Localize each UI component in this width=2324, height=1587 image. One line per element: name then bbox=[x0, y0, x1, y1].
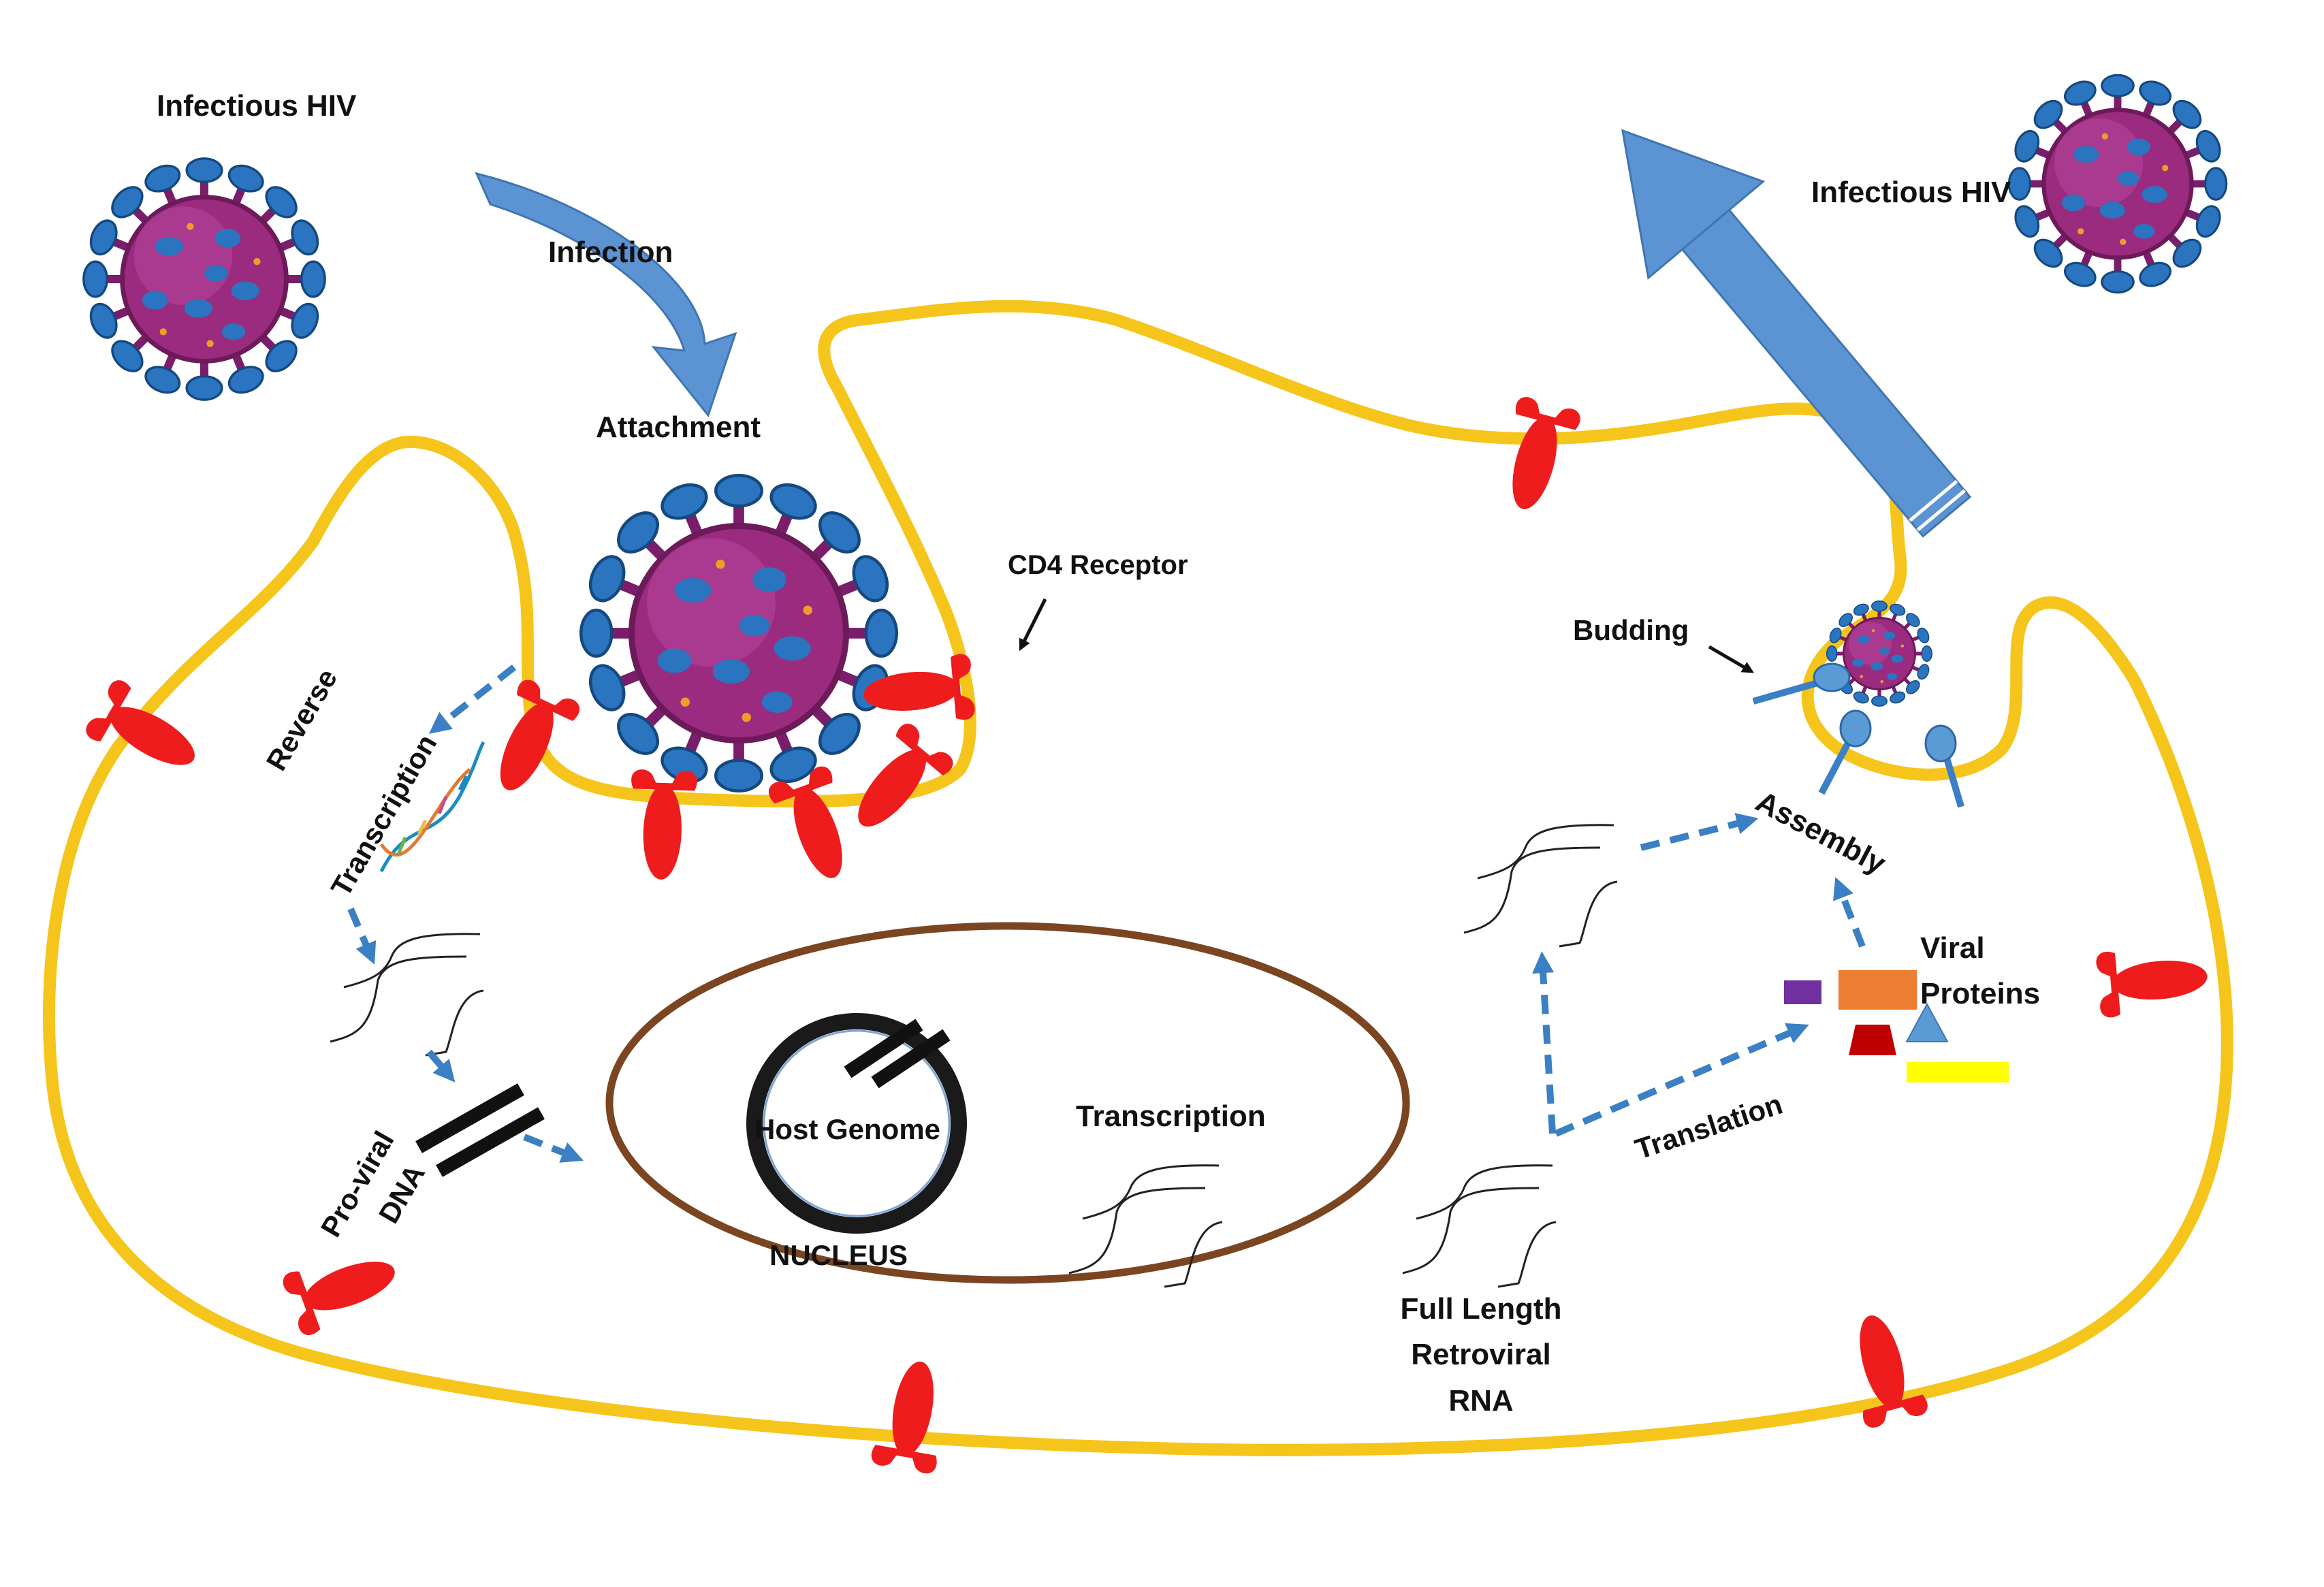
infectious-virus-left bbox=[84, 159, 325, 400]
full-length-rna-strand bbox=[1401, 1164, 1557, 1288]
host-genome-ring bbox=[746, 1013, 967, 1234]
cytoplasm-rna-strand bbox=[1463, 824, 1619, 948]
label-proteins: Proteins bbox=[1920, 977, 2041, 1010]
label-nucleus: NUCLEUS bbox=[769, 1239, 908, 1271]
assembly-proteins bbox=[1752, 662, 1964, 808]
label-full-length: Full Length bbox=[1400, 1292, 1562, 1326]
label-transcription: Transcription bbox=[1076, 1100, 1266, 1133]
cd4-pointer-arrow bbox=[1019, 598, 1047, 652]
flow-arrows bbox=[347, 664, 1866, 1163]
budding-virus bbox=[1827, 601, 1932, 707]
label-rna: RNA bbox=[1448, 1384, 1514, 1417]
label-infection: Infection bbox=[548, 236, 673, 269]
label-attachment: Attachment bbox=[596, 411, 761, 444]
viral-proteins-icons bbox=[1784, 970, 2009, 1083]
dna-helix-icon bbox=[379, 741, 486, 873]
release-arrow bbox=[1621, 129, 1972, 538]
nucleus bbox=[605, 922, 1410, 1284]
label-infectious-hiv-right: Infectious HIV bbox=[1811, 176, 2011, 209]
viral-rna-strand bbox=[329, 933, 485, 1057]
label-host-genome: Host Genome bbox=[754, 1113, 941, 1145]
integrated-dna-icon bbox=[844, 1019, 951, 1089]
label-viral: Viral bbox=[1920, 931, 1985, 965]
label-budding: Budding bbox=[1573, 614, 1689, 646]
proviral-dna-icon bbox=[415, 1083, 545, 1177]
label-retroviral: Retroviral bbox=[1411, 1338, 1551, 1371]
label-cd4-receptor: CD4 Receptor bbox=[1008, 550, 1188, 580]
attached-virus bbox=[581, 475, 897, 791]
label-infectious-hiv-left: Infectious HIV bbox=[157, 89, 357, 123]
budding-pointer-arrow bbox=[1708, 645, 1755, 673]
infectious-virus-right bbox=[2009, 75, 2226, 292]
infection-arrow bbox=[475, 172, 737, 418]
